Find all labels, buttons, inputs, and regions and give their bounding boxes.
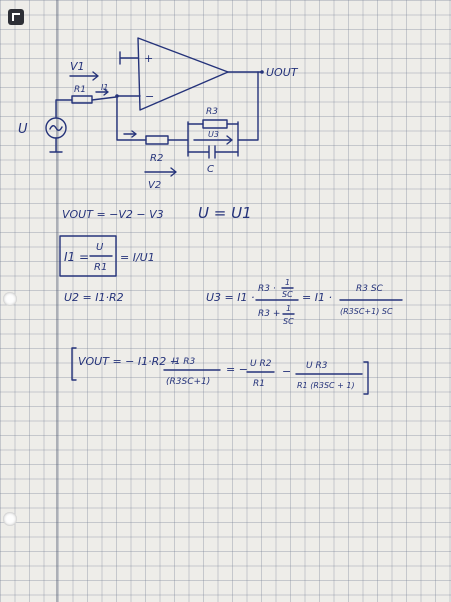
arrow-v2-icon [144,167,177,177]
eq-final-num3: U R3 [306,361,328,371]
label-r3: R3 [206,107,218,117]
eq-final-den3: R1 (R3SC + 1) [297,381,355,390]
label-i1: I1 [101,83,108,92]
label-u3: U3 [208,130,219,139]
eq-u3-num-r: R3 · [258,284,276,294]
eq-i1-num: U [96,242,104,253]
eq-i1-lhs: I1 = [64,250,89,264]
eq-u3-num2: R3 SC [356,284,384,294]
eq-u3-lhs: U3 = I1 · [206,291,255,304]
eq-u3-mid: = I1 · [302,291,332,304]
boxed-equation-frame [59,235,117,277]
bracket-right [363,361,369,395]
eq-final-minus: − [282,365,291,378]
eq-u2: U2 = I1·R2 [64,291,124,304]
eq-final-lhs: VOUT = − I1·R2 − [78,355,179,368]
eq-u3-num-fr-d: SC [282,290,293,299]
source-wire [55,99,73,118]
eq-u-u1: U = U1 [198,204,252,222]
output-node [260,70,264,74]
arrow-i1-icon [95,88,109,96]
punch-hole [3,512,17,526]
eq-i1-rhs: = I/U1 [120,251,155,264]
label-uout: UOUT [266,66,299,79]
equations: VOUT = −V2 − V3 U = U1 I1 = U R1 = I/U1 … [59,204,403,395]
eq-u3-den2: (R3SC+1) SC [340,307,393,316]
op-amp-symbol [137,37,229,111]
feedback-wire [237,71,259,141]
arrow-u3-icon [193,135,233,145]
eq-u3-num-fr-n: 1 [285,278,290,287]
eq-i1-den: R1 [94,262,107,273]
label-r1: R1 [74,85,86,95]
label-c: C [207,164,214,175]
ground-symbol [49,137,63,153]
app-logo-icon [8,9,24,25]
sine-icon [49,125,63,131]
plus-input-wire [119,51,139,65]
label-r2: R2 [150,153,163,164]
eq-final-den1: (R3SC+1) [166,377,210,387]
punch-hole [3,292,17,306]
label-minus: − [145,90,154,103]
eq-u3-den-fr-n: 1 [286,304,291,313]
eq-u3-den-fr-d: SC [283,317,294,326]
eq-vout-sum: VOUT = −V2 − V3 [62,208,164,221]
resistor-r3 [202,119,228,129]
circuit-diagram: V1 R1 I1 U + − UOUT R3 U3 C R2 V2 [18,37,299,191]
label-v2: V2 [148,180,161,191]
eq-final-num1: I1 R3 [172,357,195,367]
label-plus: + [144,52,153,65]
label-v1: V1 [70,60,85,73]
bracket-left [71,347,77,381]
arrow-i1-branch-icon [123,130,137,138]
eq-u3-den-r: R3 + [258,309,280,319]
resistor-r1 [71,95,93,104]
eq-final-den2: R1 [253,379,265,389]
r1-wire [91,96,117,101]
label-source: U [18,122,28,137]
resistor-r2 [145,135,169,145]
eq-final-eq: = − [226,363,248,376]
capacitor-c [187,145,239,159]
arrow-v1-icon [69,71,99,81]
branch-wire [116,95,147,141]
eq-final-num2: U R2 [250,359,272,369]
parallel-rails [187,121,239,157]
margin-line [56,0,58,602]
